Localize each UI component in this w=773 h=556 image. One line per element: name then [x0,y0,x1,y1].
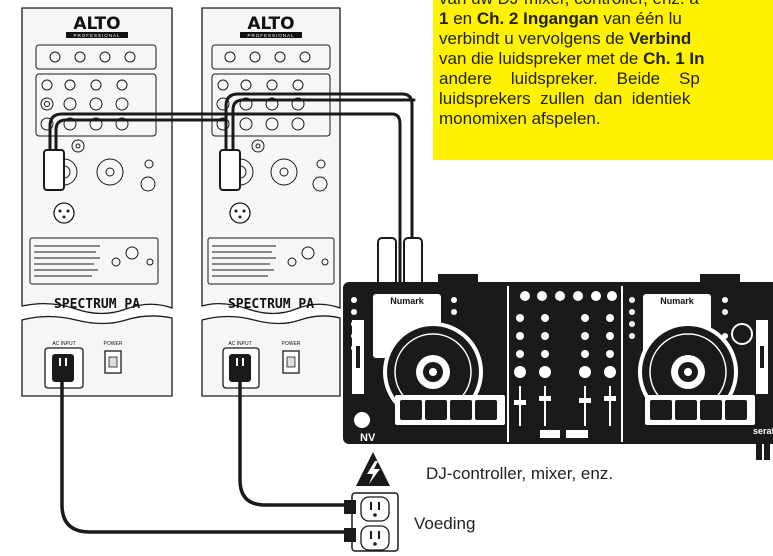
power-switch: POWER [104,341,123,374]
xlr-plugs [43,149,241,191]
power-cables [60,380,352,534]
svg-text:POWER: POWER [282,341,301,347]
svg-text:AC INPUT: AC INPUT [228,341,251,347]
power-plug-icon [52,354,251,382]
svg-text:ALTO: ALTO [247,14,294,34]
speaker-1: ALTO PROFESSIONAL [21,7,173,397]
power-outlet-icon [344,492,399,552]
instruction-line-7: monomixen afspelen. [439,109,601,128]
deck-brand-left: Numark [390,296,425,306]
speaker-model-label: SPECTRUM PA [54,297,140,312]
instruction-line-2: 1 en Ch. 2 Ingangan van één lu [439,9,773,29]
instruction-box: van uw DJ-mixer, controller, enz. a 1 en… [433,0,773,160]
control-panel [207,44,335,285]
speaker-2: ALTO PROFESSIONAL [201,7,341,397]
power-switch: POWER [282,341,301,374]
text-segment: Ch. 2 Ingangan [476,9,599,28]
controller-logo: NV [360,432,376,444]
text-segment: en [448,9,477,28]
text-segment: verbindt u vervolgens de [439,29,629,48]
svg-text:PROFESSIONAL: PROFESSIONAL [247,33,294,38]
speaker-model-label: SPECTRUM PA [228,297,314,312]
controller-caption: DJ-controller, mixer, enz. [426,464,614,483]
text-segment: van één lu [598,9,682,28]
instruction-line-4: van die luidspreker met de Ch. 1 In [439,49,773,69]
svg-text:ALTO: ALTO [73,14,120,34]
instruction-line-5: andere luidspreker. Beide Sp [439,69,700,88]
instruction-line-3: verbindt u vervolgens de Verbind [439,29,773,49]
power-caption: Voeding [414,514,476,533]
high-voltage-warning-icon [356,452,390,486]
text-segment: van die luidspreker met de [439,49,644,68]
svg-text:PROFESSIONAL: PROFESSIONAL [73,33,120,38]
text-segment: Ch. 1 In [643,49,705,68]
xlr-connector-icon [229,202,251,224]
text-segment: Verbind [628,29,692,48]
dj-controller: Numark NV [343,274,773,460]
software-logo: serato [753,426,773,436]
xlr-connector-icon [53,202,75,224]
instruction-line-1: van uw DJ-mixer, controller, enz. a [439,0,773,9]
instruction-line-6: luidsprekers zullen dan identiek [439,89,691,108]
deck-brand-right: Numark [660,296,695,306]
alto-logo: ALTO PROFESSIONAL [240,14,302,38]
alto-logo: ALTO PROFESSIONAL [66,14,128,38]
text-segment: 1 [439,9,449,28]
svg-text:AC INPUT: AC INPUT [52,341,75,347]
audio-cables [48,92,416,286]
svg-text:POWER: POWER [104,341,123,347]
